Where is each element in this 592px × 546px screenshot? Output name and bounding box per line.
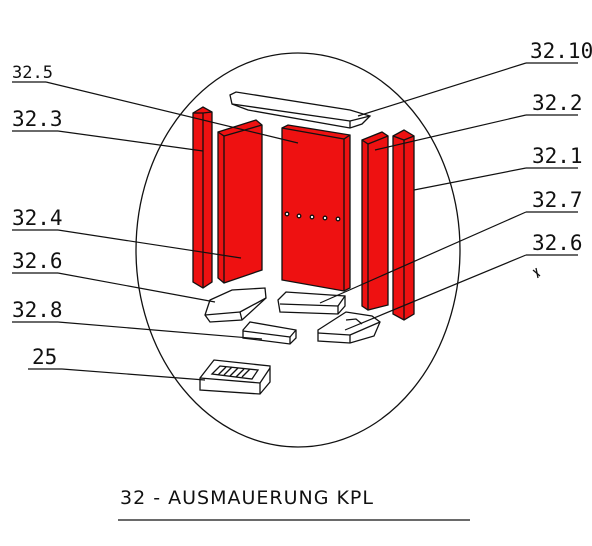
part-32-1-right-narrow-brick (392, 129, 415, 321)
label-32-6-left: 32.6 (12, 249, 216, 303)
part-32-6-left-base-brick (204, 287, 267, 323)
part-32-3-left-narrow-brick (192, 106, 213, 289)
label-32-8: 32.8 (12, 298, 263, 340)
part-32-10-top-slab (229, 91, 372, 129)
svg-text:25: 25 (32, 345, 57, 369)
label-32-1: 32.1 (413, 144, 583, 191)
svg-text:32.10: 32.10 (530, 39, 592, 63)
svg-text:32.8: 32.8 (12, 298, 63, 322)
label-25: 25 (28, 345, 206, 381)
rear-brick-air-holes (284, 211, 341, 222)
svg-text:32.7: 32.7 (532, 188, 583, 212)
svg-text:32 - AUSMAUERUNG KPL: 32 - AUSMAUERUNG KPL (120, 487, 374, 509)
svg-text:32.2: 32.2 (532, 91, 583, 115)
svg-text:32.6: 32.6 (532, 231, 583, 255)
assembly-outline-ellipse (135, 52, 461, 448)
label-32-3: 32.3 (12, 107, 204, 152)
label-32-7: 32.7 (319, 188, 583, 304)
stray-mark (532, 267, 541, 279)
svg-text:32.1: 32.1 (532, 144, 583, 168)
part-32-6-right-base-brick (317, 311, 381, 344)
label-32-5: 32.5 (12, 63, 299, 144)
svg-text:32.5: 32.5 (12, 63, 53, 83)
label-32-10: 32.10 (357, 39, 592, 117)
diagram-caption: 32 - AUSMAUERUNG KPL (118, 487, 470, 521)
svg-text:32.3: 32.3 (12, 107, 63, 131)
label-32-4: 32.4 (12, 206, 242, 259)
part-32-5-rear-brick (281, 124, 351, 292)
label-32-2: 32.2 (374, 91, 583, 151)
svg-text:32.4: 32.4 (12, 206, 63, 230)
part-25-grate (199, 359, 271, 395)
part-32-4-left-wide-brick (217, 119, 263, 284)
svg-text:32.6: 32.6 (12, 249, 63, 273)
label-32-6-right: 32.6 (344, 231, 583, 331)
part-32-8-front-strip-brick (242, 321, 297, 345)
part-32-7-center-base-brick (277, 291, 346, 315)
